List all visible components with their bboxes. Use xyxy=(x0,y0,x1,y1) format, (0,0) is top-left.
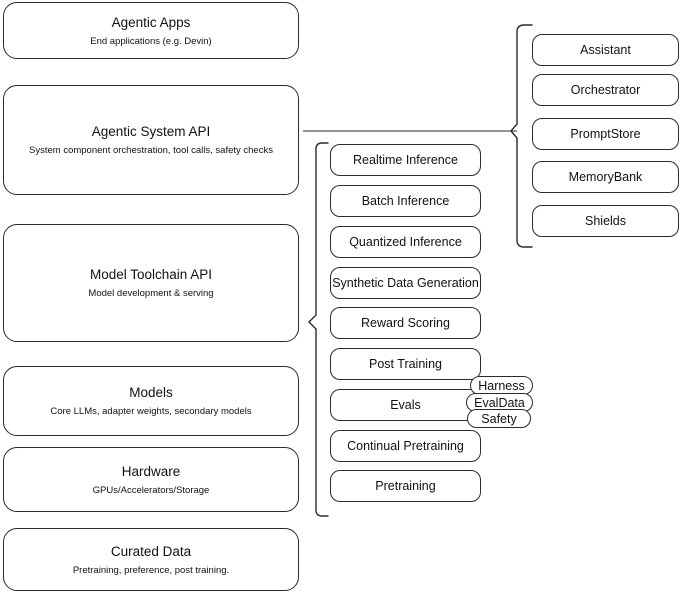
layer-box-curated-data[interactable]: Curated Data Pretraining, preference, po… xyxy=(3,528,299,591)
layer-box-models[interactable]: Models Core LLMs, adapter weights, secon… xyxy=(3,366,299,436)
layer-title: Curated Data xyxy=(110,543,192,559)
layer-box-agentic-system-api[interactable]: Agentic System API System component orch… xyxy=(3,85,299,195)
capability-box-pretraining[interactable]: Pretraining xyxy=(330,470,481,502)
layer-title: Hardware xyxy=(121,463,181,479)
capability-label: Realtime Inference xyxy=(353,153,458,167)
system-component-label: Shields xyxy=(585,214,626,228)
capability-box-evals[interactable]: Evals xyxy=(330,389,481,421)
layer-subtitle: System component orchestration, tool cal… xyxy=(29,145,273,156)
layer-title: Model Toolchain API xyxy=(89,267,213,282)
capability-box-reward-scoring[interactable]: Reward Scoring xyxy=(330,307,481,339)
system-component-box-promptstore[interactable]: PromptStore xyxy=(532,118,679,150)
system-component-label: Assistant xyxy=(580,43,631,57)
layer-title: Agentic Apps xyxy=(111,14,191,30)
capability-label: Synthetic Data Generation xyxy=(332,276,479,290)
capability-label: Batch Inference xyxy=(361,194,450,208)
system-component-box-assistant[interactable]: Assistant xyxy=(532,34,679,66)
system-components-bracket xyxy=(510,24,533,248)
evals-tag-label: Safety xyxy=(481,411,517,426)
layer-box-agentic-apps[interactable]: Agentic Apps End applications (e.g. Devi… xyxy=(3,2,299,59)
layer-title: Models xyxy=(129,385,173,400)
system-component-label: PromptStore xyxy=(570,127,641,141)
system-component-label: Orchestrator xyxy=(570,83,641,97)
capability-box-realtime-inference[interactable]: Realtime Inference xyxy=(330,144,481,176)
system-component-label: MemoryBank xyxy=(568,170,643,184)
capability-box-batch-inference[interactable]: Batch Inference xyxy=(330,185,481,217)
layer-title: Agentic System API xyxy=(91,124,211,139)
capability-label: Evals xyxy=(390,398,421,412)
system-component-box-shields[interactable]: Shields xyxy=(532,205,679,237)
capability-label: Post Training xyxy=(369,357,442,371)
evals-tag-label: Harness xyxy=(478,378,525,393)
capability-label: Pretraining xyxy=(375,479,436,493)
capability-box-post-training[interactable]: Post Training xyxy=(330,348,481,380)
layer-box-model-toolchain-api[interactable]: Model Toolchain API Model development & … xyxy=(3,224,299,342)
layer-subtitle: Model development & serving xyxy=(88,288,214,299)
layer-box-hardware[interactable]: Hardware GPUs/Accelerators/Storage xyxy=(3,447,299,512)
evals-tag-label: EvalData xyxy=(474,395,525,410)
layer-subtitle: Pretraining, preference, post training. xyxy=(72,564,230,576)
evals-tag-safety[interactable]: Safety xyxy=(467,409,531,428)
layer-subtitle: End applications (e.g. Devin) xyxy=(90,35,212,47)
system-component-box-memorybank[interactable]: MemoryBank xyxy=(532,161,679,193)
layer-subtitle: GPUs/Accelerators/Storage xyxy=(92,484,210,496)
capability-label: Reward Scoring xyxy=(361,316,450,330)
capability-box-quantized-inference[interactable]: Quantized Inference xyxy=(330,226,481,258)
capability-label: Quantized Inference xyxy=(349,235,462,249)
capability-label: Continual Pretraining xyxy=(347,439,464,453)
capability-box-continual-pretraining[interactable]: Continual Pretraining xyxy=(330,430,481,462)
system-component-box-orchestrator[interactable]: Orchestrator xyxy=(532,74,679,106)
layer-subtitle: Core LLMs, adapter weights, secondary mo… xyxy=(50,406,252,417)
toolchain-bracket xyxy=(308,142,329,517)
capability-box-synthetic-data-generation[interactable]: Synthetic Data Generation xyxy=(330,267,481,299)
